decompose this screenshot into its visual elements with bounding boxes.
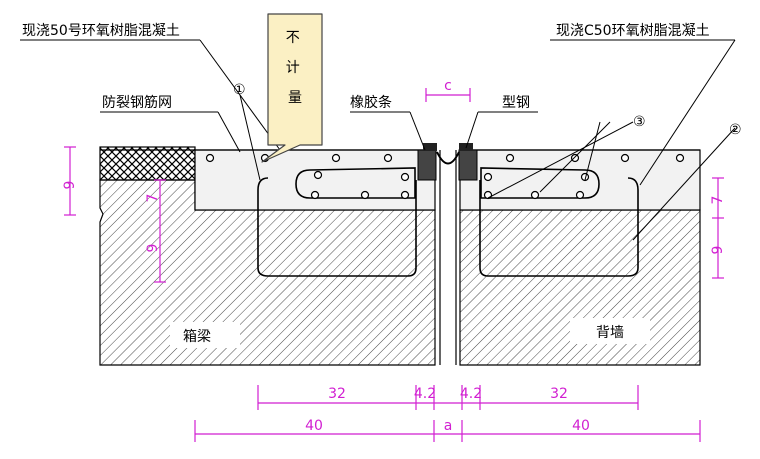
- callout-char-1: 不: [286, 30, 300, 46]
- right-rebar-dots: [483, 153, 685, 200]
- dim-right-vertical: [712, 177, 724, 279]
- dim-c: [425, 88, 471, 102]
- callout-number-two: ②: [729, 122, 742, 138]
- dim-row-2: [194, 420, 701, 442]
- dim-right-9-text: 9: [710, 246, 726, 255]
- dim-left-9-bottom-text: 9: [145, 244, 161, 253]
- left-inner-rebar: [295, 167, 416, 199]
- steel-profile-right: [458, 143, 478, 181]
- back-wall-label-bg: [570, 318, 650, 344]
- left-pavement-block: [99, 146, 196, 181]
- leader-lines: [20, 39, 736, 241]
- label-mesh: 防裂钢筋网: [102, 94, 172, 111]
- dim-right-32-text: 32: [550, 386, 568, 402]
- dim-left-7-text: 7: [145, 194, 161, 203]
- callout-number-three: ③: [633, 114, 646, 130]
- label-rubber: 橡胶条: [350, 94, 392, 111]
- dim-left-40-text: 40: [305, 418, 323, 434]
- dim-left-9-top-text: 9: [62, 181, 78, 190]
- label-right-concrete: 现浇C50环氧树脂混凝土: [556, 23, 710, 39]
- right-concrete-block: [459, 149, 701, 211]
- dim-right-42-text: 4.2: [460, 386, 482, 402]
- callout-char-2: 计: [286, 60, 300, 76]
- left-rebar-dots: [205, 153, 410, 200]
- dim-left-32-text: 32: [328, 386, 346, 402]
- callout-balloon: [261, 13, 323, 163]
- dim-row-1: [257, 385, 639, 410]
- left-concrete-block: [194, 149, 436, 211]
- dim-right-7-text: 7: [710, 196, 726, 205]
- label-box-girder: 箱梁: [183, 329, 211, 345]
- label-back-wall: 背墙: [596, 325, 624, 341]
- dim-left-vertical: [64, 146, 166, 283]
- rubber-strip: [436, 151, 460, 165]
- label-left-concrete: 现浇50号环氧树脂混凝土: [22, 23, 180, 39]
- left-rebar-loop: [257, 177, 417, 277]
- dim-right-40-text: 40: [572, 418, 590, 434]
- right-inner-rebar: [480, 167, 600, 199]
- box-girder-label-bg: [170, 322, 240, 348]
- label-steel: 型钢: [502, 95, 530, 111]
- dim-left-42-text: 4.2: [414, 386, 436, 402]
- dim-c-text: c: [444, 78, 452, 94]
- steel-profile-left: [417, 143, 437, 181]
- dim-a-text: a: [444, 418, 453, 434]
- right-rebar-loop: [479, 177, 639, 277]
- callout-number-one: ①: [233, 82, 246, 98]
- callout-text: 不 计 量: [286, 30, 304, 106]
- callout-char-3: 量: [288, 90, 302, 106]
